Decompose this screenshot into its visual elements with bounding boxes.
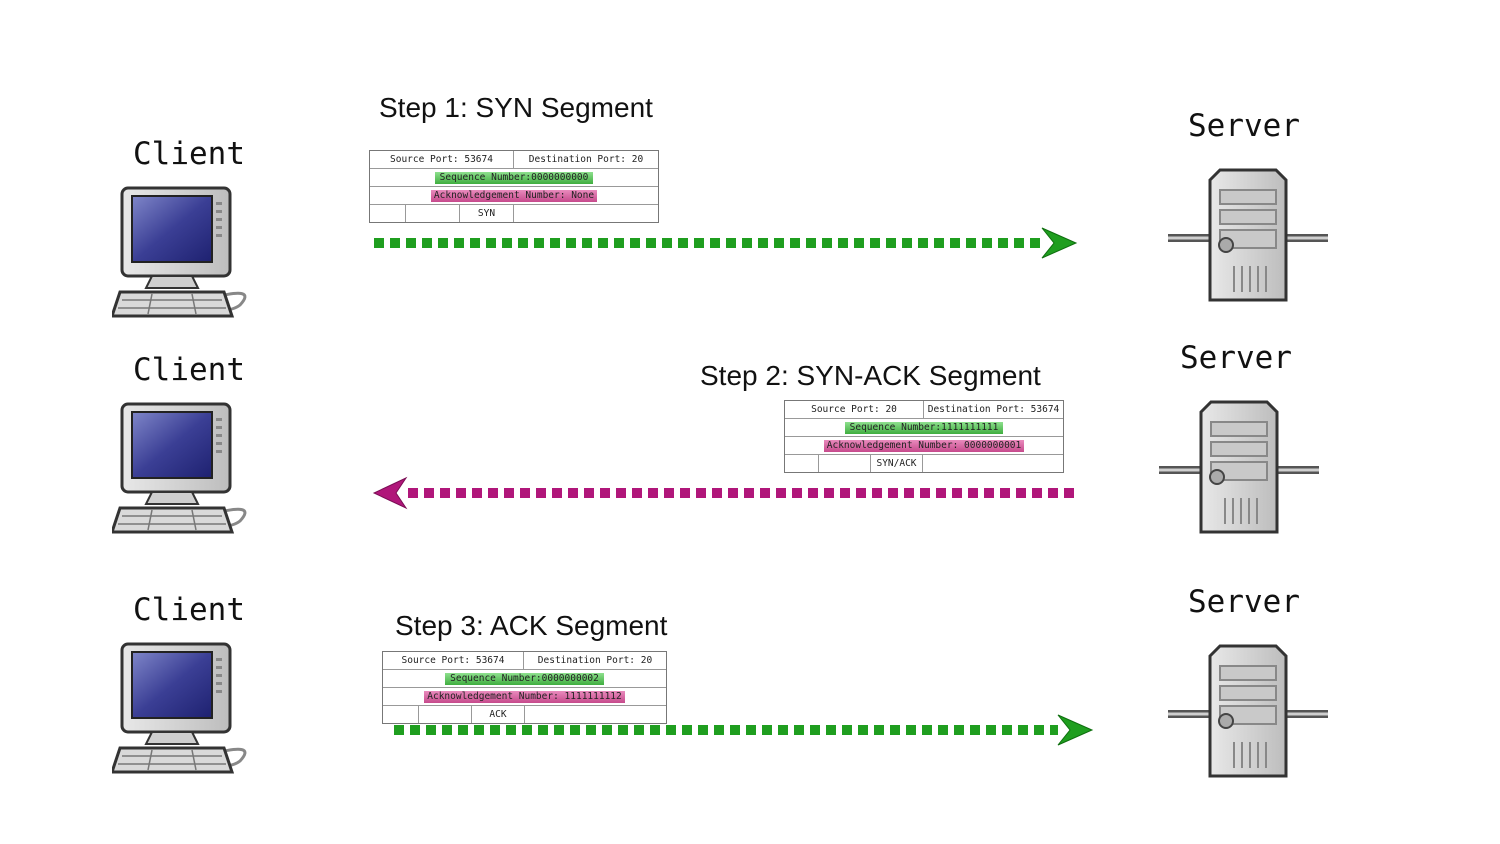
syn-ack-arrow (372, 476, 1076, 510)
step-3-title: Step 3: ACK Segment (395, 610, 668, 641)
step-2-title: Step 2: SYN-ACK Segment (700, 360, 1041, 391)
server-label-1: Server (1188, 108, 1300, 144)
flags-cell: ACK (472, 706, 525, 723)
acknowledgement-number: Acknowledgement Number: 1111111112 (424, 690, 625, 703)
server-icon-3 (1168, 644, 1328, 784)
flags-cell: SYN/ACK (871, 455, 923, 472)
syn-arrow (374, 227, 1078, 259)
client-computer-icon-2 (112, 396, 252, 541)
step-3-segment-table: Source Port: 53674 Destination Port: 20 … (382, 651, 667, 724)
step-2-segment-table: Source Port: 20 Destination Port: 53674 … (784, 400, 1064, 473)
step-1-title: Step 1: SYN Segment (379, 92, 653, 123)
server-label-3: Server (1188, 584, 1300, 620)
server-icon-2 (1159, 400, 1319, 540)
server-label-2: Server (1180, 340, 1292, 376)
sequence-number: Sequence Number:0000000000 (434, 171, 594, 184)
client-label-2: Client (133, 352, 245, 388)
sequence-number: Sequence Number:0000000002 (445, 672, 604, 685)
client-computer-icon-3 (112, 636, 252, 781)
source-port-cell: Source Port: 53674 (383, 652, 524, 669)
step-1-segment-table: Source Port: 53674 Destination Port: 20 … (369, 150, 659, 223)
client-label-1: Client (133, 136, 245, 172)
source-port-cell: Source Port: 20 (785, 401, 924, 418)
dest-port-cell: Destination Port: 20 (537, 655, 653, 666)
client-label-3: Client (133, 592, 245, 628)
server-icon-1 (1168, 168, 1328, 308)
client-computer-icon-1 (112, 180, 252, 325)
acknowledgement-number: Acknowledgement Number: None (430, 189, 598, 202)
source-port-cell: Source Port: 53674 (370, 151, 514, 168)
acknowledgement-number: Acknowledgement Number: 0000000001 (823, 439, 1025, 452)
dest-port-cell: Destination Port: 53674 (927, 404, 1060, 415)
ack-arrow (394, 714, 1094, 746)
sequence-number: Sequence Number:1111111111 (844, 421, 1004, 434)
dest-port-cell: Destination Port: 20 (528, 154, 644, 165)
flags-cell: SYN (460, 205, 514, 222)
